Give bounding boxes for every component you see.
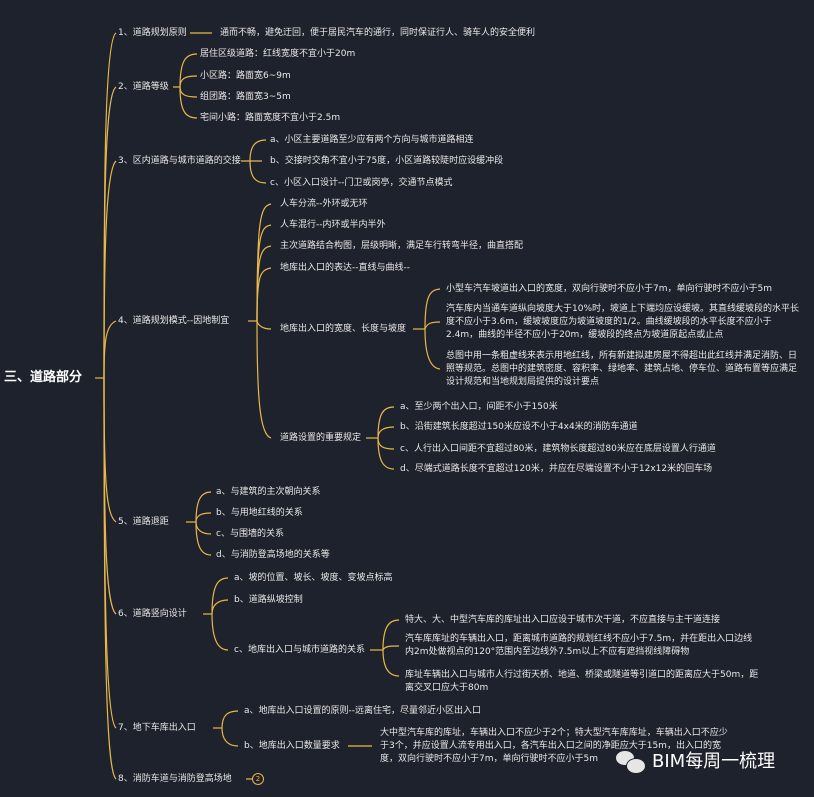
junction-item[interactable]: b、交接时交角不宜小于75度，小区道路较陡时应设缓冲段	[270, 156, 504, 166]
road-rule-item[interactable]: a、至少两个出入口，间距不小于150米	[400, 402, 558, 412]
garage-entrance-quantity-node[interactable]: b、地库出入口数量要求	[244, 741, 340, 751]
watermark-label: BIM每周一梳理	[652, 751, 776, 772]
wechat-icon	[616, 751, 646, 774]
grade-item[interactable]: 小区路：路面宽6~9m	[200, 71, 291, 81]
road-rule-item[interactable]: c、人行出入口间距不宜超过80米，建筑物长度超过80米应在底层设置人行通道	[400, 444, 716, 454]
garage-city-road-node[interactable]: c、地库出入口与城市道路的关系	[234, 645, 365, 655]
branch-road-planning-mode[interactable]: 4、道路规划模式--因地制宜	[118, 316, 230, 326]
mode-item[interactable]: 人车分流--外环或无环	[280, 199, 368, 209]
garage-city-road-item[interactable]: 汽车库库址的车辆出入口，距离城市道路的规划红线不应小于7.5m，并在距出入口边线…	[405, 634, 753, 657]
grade-item[interactable]: 居住区级道路：红线宽度不宜小于20m	[200, 49, 356, 59]
branch-underground-garage-entrance[interactable]: 7、地下车库出入口	[118, 723, 196, 733]
mode-item[interactable]: 人车混行--内环或半内半外	[280, 220, 386, 230]
junction-item[interactable]: c、小区入口设计--门卫或岗亭，交通节点模式	[270, 178, 453, 188]
watermark: BIM每周一梳理	[616, 750, 775, 774]
garage-entrance-quantity-item[interactable]: 大中型汽车库的库址，车辆出入口不应少于2个；特大型汽车库库址，车辆出入口不应少于…	[380, 728, 728, 764]
vertical-design-item[interactable]: a、坡的位置、坡长、坡度、变坡点标高	[234, 573, 393, 583]
road-rules-node[interactable]: 道路设置的重要规定	[280, 433, 362, 443]
mode-item[interactable]: 主次道路结合构图，层级明晰，满足车行转弯半径，曲直搭配	[280, 241, 524, 251]
branch-road-planning-principle[interactable]: 1、道路规划原则	[118, 28, 187, 38]
branch-fire-lane[interactable]: 8、消防车道与消防登高场地	[118, 774, 232, 784]
principle-text[interactable]: 通而不畅，避免迂回，便于居民汽车的通行，同时保证行人、骑车人的安全便利	[220, 28, 536, 38]
junction-item[interactable]: a、小区主要道路至少应有两个方向与城市道路相连	[270, 135, 474, 145]
grade-item[interactable]: 组团路：路面宽3~5m	[200, 92, 291, 102]
garage-dimension-item[interactable]: 汽车库内当通车道纵向坡度大于10%时，坡道上下端均应设缓坡。其直线缓坡段的水平长…	[446, 304, 800, 340]
vertical-design-item[interactable]: b、道路纵坡控制	[234, 595, 303, 605]
setback-item[interactable]: a、与建筑的主次朝向关系	[216, 487, 321, 497]
road-rule-item[interactable]: d、尽端式道路长度不宜超过120米，并应在尽端设置不小于12x12米的回车场	[400, 464, 713, 474]
grade-item[interactable]: 宅间小路：路面宽度不宜小于2.5m	[200, 113, 341, 123]
garage-dimension-node[interactable]: 地库出入口的宽度、长度与坡度	[280, 324, 407, 334]
branch-vertical-design[interactable]: 6、道路竖向设计	[118, 609, 187, 619]
root-node[interactable]: 三、道路部分	[4, 370, 83, 385]
branch-road-city-junction[interactable]: 3、区内道路与城市道路的交接	[118, 156, 241, 166]
mode-item[interactable]: 地库出入口的表达--直线与曲线--	[280, 263, 410, 273]
road-rule-item[interactable]: b、沿街建筑长度超过150米应设不小于4x4米的消防车通道	[400, 422, 638, 432]
setback-item[interactable]: c、与围墙的关系	[216, 529, 284, 539]
branch-road-grade[interactable]: 2、道路等级	[118, 82, 169, 92]
garage-dimension-item[interactable]: 总图中用一条粗虚线来表示用地红线，所有新建拟建房屋不得超出此红线并满足消防、日照…	[446, 351, 798, 387]
garage-entrance-principle[interactable]: a、地库出入口设置的原则--远离住宅，尽量邻近小区出入口	[244, 706, 482, 716]
garage-dimension-item[interactable]: 小型车汽车坡道出入口的宽度，双向行驶时不应小于7m，单向行驶时不应小于5m	[446, 284, 772, 294]
garage-city-road-item[interactable]: 特大、大、中型汽车库的库址出入口应设于城市次干道，不应直接与主干道连接	[405, 615, 721, 625]
setback-item[interactable]: b、与用地红线的关系	[216, 508, 303, 518]
garage-city-road-item[interactable]: 库址车辆出入口与城市人行过街天桥、地道、桥梁或隧道等引道口的距离应大于50m，距…	[405, 670, 759, 693]
setback-item[interactable]: d、与消防登高场地的关系等	[216, 550, 330, 560]
branch-road-setback[interactable]: 5、道路退距	[118, 517, 169, 527]
collapsed-count-badge[interactable]: 2	[252, 773, 264, 785]
